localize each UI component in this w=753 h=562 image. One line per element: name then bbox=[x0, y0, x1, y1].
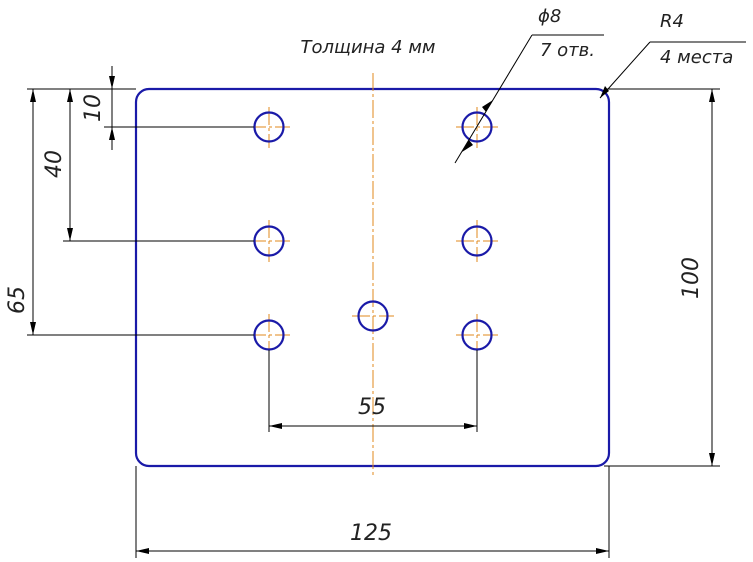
corner-radius-leader: R4 4 места bbox=[599, 11, 746, 99]
hole bbox=[456, 314, 498, 356]
dim-100-label: 100 bbox=[679, 257, 704, 299]
dimension-65: 65 bbox=[5, 89, 36, 335]
dimension-55: 55 bbox=[268, 350, 478, 432]
hole bbox=[352, 300, 394, 332]
holes bbox=[248, 107, 498, 356]
hole-diameter-label: ϕ8 bbox=[538, 6, 561, 27]
hole bbox=[248, 220, 290, 262]
hole bbox=[456, 107, 498, 148]
dim-10-label: 10 bbox=[81, 94, 106, 122]
radius-label: R4 bbox=[660, 11, 684, 32]
dim-55-label: 55 bbox=[358, 395, 386, 420]
hole bbox=[248, 107, 290, 148]
dim-125-label: 125 bbox=[350, 521, 392, 546]
dim-65-label: 65 bbox=[5, 286, 30, 314]
hole bbox=[456, 220, 498, 262]
dimension-10: 10 bbox=[81, 66, 115, 150]
hole-diameter-leader: ϕ8 7 отв. bbox=[454, 6, 604, 164]
dimension-40: 40 bbox=[42, 89, 73, 241]
thickness-note: Толщина 4 мм bbox=[300, 37, 435, 58]
hole bbox=[248, 314, 290, 356]
dimension-125: 125 bbox=[135, 466, 610, 558]
dim-40-label: 40 bbox=[42, 150, 67, 178]
radius-count-label: 4 места bbox=[660, 47, 733, 68]
hole-count-label: 7 отв. bbox=[540, 40, 595, 61]
dimension-100: 100 bbox=[604, 88, 720, 467]
